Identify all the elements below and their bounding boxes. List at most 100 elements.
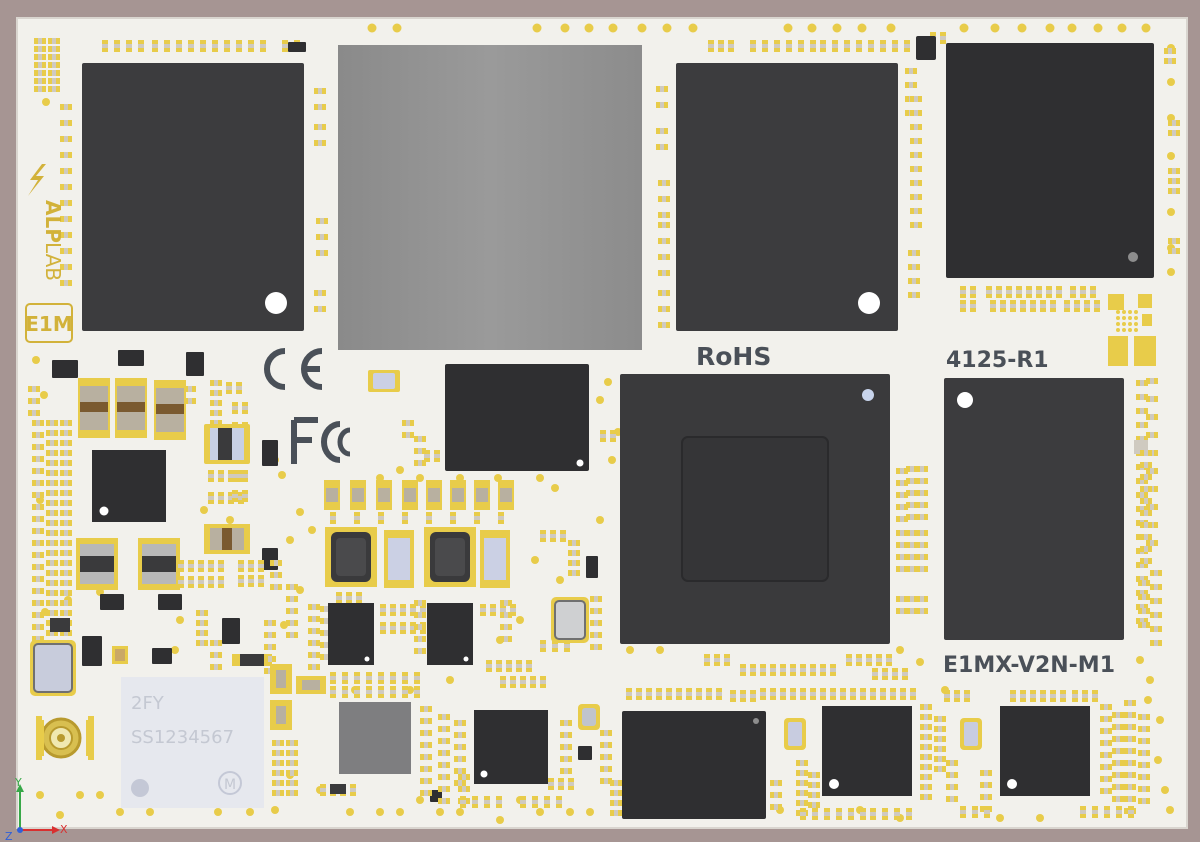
smd-part	[902, 676, 908, 680]
smd-part	[868, 40, 874, 44]
smd-part	[68, 216, 72, 222]
smd-part	[228, 474, 234, 478]
smd-part	[905, 82, 909, 88]
smd-part	[920, 764, 924, 770]
smd-part	[1112, 772, 1116, 778]
smd-part	[1154, 486, 1158, 492]
smd-part	[740, 690, 746, 694]
smd-part	[1142, 774, 1146, 780]
smd-part	[446, 786, 450, 792]
smd-part	[1104, 810, 1110, 814]
smd-part	[1138, 738, 1142, 744]
smd-part	[324, 642, 328, 648]
smd-part	[406, 432, 410, 438]
flash-chip[interactable]	[622, 711, 766, 819]
smd-part	[286, 790, 290, 796]
smd-part	[114, 48, 120, 52]
via-pad	[376, 808, 384, 816]
smd-part	[68, 120, 72, 126]
smd-part	[232, 478, 238, 482]
smd-part	[1140, 422, 1144, 428]
smd-part	[354, 672, 360, 676]
smd-part	[414, 612, 418, 618]
smd-part	[1150, 468, 1154, 474]
smd-part	[1080, 814, 1086, 818]
sensor-chip[interactable]	[339, 702, 411, 774]
smd-part	[812, 808, 818, 812]
smd-part	[40, 420, 44, 426]
smd-part	[322, 124, 326, 130]
via-pad	[1154, 756, 1162, 764]
shield-can[interactable]	[338, 45, 642, 350]
via-pad	[637, 23, 647, 33]
smd-part	[850, 696, 856, 700]
pmic-chip[interactable]	[445, 364, 589, 471]
smd-part	[656, 128, 660, 134]
smd-part	[900, 530, 904, 536]
emmc-chip[interactable]	[946, 43, 1154, 278]
smd-part	[390, 694, 396, 698]
regulator-chip-a[interactable]	[328, 603, 374, 665]
memory-chip-center[interactable]	[676, 63, 898, 331]
smd-part	[1026, 290, 1032, 294]
smd-part	[540, 644, 546, 648]
smd-part	[1142, 622, 1146, 628]
smd-part	[910, 194, 914, 200]
smd-part	[330, 784, 346, 794]
smd-part	[316, 616, 320, 622]
smd-part	[272, 750, 276, 756]
smd-part	[1074, 304, 1080, 308]
smd-part	[68, 580, 72, 586]
smd-part	[800, 816, 806, 820]
smd-part	[54, 460, 58, 466]
smd-part	[1136, 562, 1140, 568]
memory-chip-right[interactable]	[944, 378, 1124, 640]
smd-part	[60, 490, 64, 496]
smd-part	[188, 40, 194, 44]
smd-part	[82, 636, 102, 666]
smd-part	[38, 86, 42, 92]
antenna-connector-icon[interactable]	[36, 712, 94, 764]
smd-part	[268, 656, 272, 662]
smd-part	[1142, 726, 1146, 732]
smd-part	[152, 48, 158, 52]
smd-part	[1148, 498, 1152, 504]
pin1-marker	[858, 292, 880, 314]
smd-part	[354, 516, 360, 520]
smd-part	[846, 658, 852, 662]
smd-part	[540, 680, 546, 684]
smd-part	[54, 500, 58, 506]
smd-part	[540, 676, 546, 680]
smd-part	[1030, 698, 1036, 702]
revision-label: 4125-R1	[946, 348, 1049, 373]
smd-part	[972, 806, 978, 810]
smd-part	[790, 696, 796, 700]
smd-part	[910, 542, 914, 548]
smd-part	[924, 490, 928, 496]
smd-part	[1036, 290, 1042, 294]
serial-label: 2FY SS1234567 M	[121, 677, 264, 808]
smd-part	[64, 500, 68, 506]
smd-part	[462, 786, 466, 792]
smd-part	[428, 706, 432, 712]
smd-part	[272, 644, 276, 650]
smd-part	[378, 672, 384, 676]
smd-part	[1080, 286, 1086, 290]
smd-part	[1112, 784, 1116, 790]
smd-part	[750, 48, 756, 52]
smd-part	[1134, 336, 1156, 366]
smd-part	[434, 458, 440, 462]
smd-part	[812, 782, 816, 788]
smd-part	[1146, 726, 1150, 732]
module-badge-frame	[25, 303, 73, 343]
regulator-chip-b[interactable]	[427, 603, 473, 665]
memory-chip-left[interactable]	[82, 63, 304, 331]
smd-part	[762, 48, 768, 52]
smd-part	[636, 696, 642, 700]
via-pad	[1134, 316, 1138, 320]
smd-part	[48, 86, 52, 92]
smd-part	[882, 668, 888, 672]
smd-part	[964, 698, 970, 702]
